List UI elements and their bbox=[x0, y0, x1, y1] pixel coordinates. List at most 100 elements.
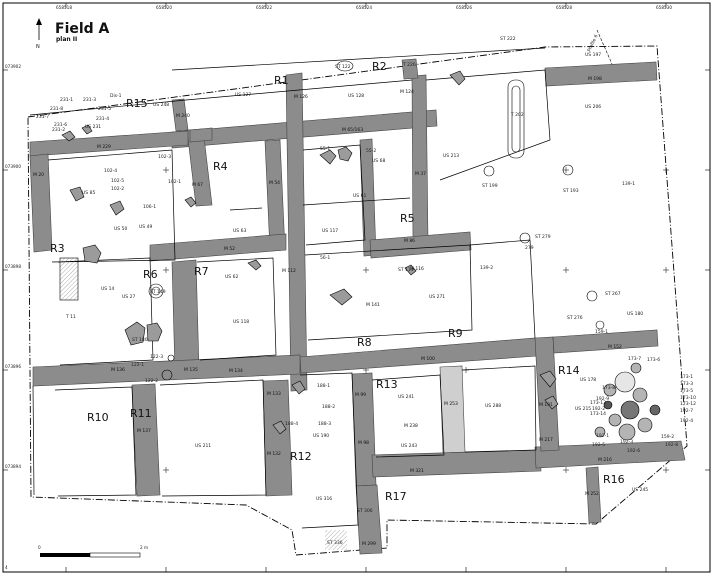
svg-text:188-3: 188-3 bbox=[318, 421, 331, 427]
svg-text:279: 279 bbox=[525, 245, 534, 251]
us-label: US 49 bbox=[139, 224, 152, 230]
svg-text:173-14: 173-14 bbox=[590, 411, 606, 417]
st-label: ST 222 bbox=[500, 36, 516, 42]
wall-label: M 238 bbox=[404, 423, 418, 429]
svg-text:173-1: 173-1 bbox=[680, 374, 693, 380]
svg-text:231-7: 231-7 bbox=[36, 114, 49, 120]
grid-y-label: 073900 bbox=[5, 164, 21, 169]
st-label: ST 114 bbox=[398, 267, 414, 273]
grid-x-label: 658530 bbox=[656, 5, 672, 10]
svg-text:192-2: 192-2 bbox=[592, 406, 605, 412]
room-label: R5 bbox=[400, 212, 415, 225]
wall-label: M 229 bbox=[97, 144, 111, 150]
room-label: R15 bbox=[126, 97, 148, 110]
wall-label: M 116 bbox=[410, 266, 424, 272]
us-label: US 271 bbox=[429, 294, 445, 300]
svg-text:231-8: 231-8 bbox=[50, 106, 63, 112]
svg-text:192-9: 192-9 bbox=[596, 396, 609, 402]
walls bbox=[29, 58, 686, 555]
svg-text:139-2: 139-2 bbox=[480, 265, 493, 271]
wall-label: M 98 bbox=[358, 440, 369, 446]
grid-x-label: 658528 bbox=[556, 5, 572, 10]
wall-label: M 217 bbox=[539, 437, 553, 443]
svg-text:173-3: 173-3 bbox=[680, 381, 693, 387]
room-label: R12 bbox=[290, 450, 312, 463]
st-label: ST 149 bbox=[150, 289, 166, 295]
svg-text:192-3: 192-3 bbox=[620, 439, 633, 445]
svg-text:173-5: 173-5 bbox=[680, 388, 693, 394]
us-label: US 245 bbox=[632, 487, 648, 493]
room-label: R7 bbox=[194, 265, 209, 278]
svg-text:159-2: 159-2 bbox=[661, 434, 674, 440]
wall-label: M 137 bbox=[137, 428, 151, 434]
st-label: ST 267 bbox=[605, 291, 621, 297]
st-label: T 11 bbox=[65, 314, 76, 320]
room-label: R10 bbox=[87, 411, 109, 424]
us-label: US 316 bbox=[316, 496, 332, 502]
us-label: US 197 bbox=[585, 52, 601, 58]
wall-label: M 152 bbox=[608, 344, 622, 350]
svg-text:102-3: 102-3 bbox=[158, 154, 171, 160]
svg-text:231-6: 231-6 bbox=[54, 122, 67, 128]
grid-x-label: 658518 bbox=[56, 5, 72, 10]
us-label: US 50 bbox=[114, 226, 127, 232]
us-label: US 241 bbox=[398, 394, 414, 400]
wall-label: M 141 bbox=[366, 302, 380, 308]
svg-text:102-4: 102-4 bbox=[104, 168, 117, 174]
plan-subtitle: plan II bbox=[56, 36, 77, 43]
grid-y-label: 073896 bbox=[5, 364, 21, 369]
us-label: US 61 bbox=[353, 193, 366, 199]
grid-y-label: 073894 bbox=[5, 464, 21, 469]
grid-ticks bbox=[3, 3, 710, 572]
wall-label: M 132 bbox=[267, 451, 281, 457]
us-label: US 213 bbox=[443, 153, 459, 159]
excavation-boundary bbox=[27, 45, 688, 556]
us-label: US 190 bbox=[313, 433, 329, 439]
st-label: ST 199 bbox=[482, 183, 498, 189]
svg-text:192-5: 192-5 bbox=[592, 442, 605, 448]
profile-label: Profile 6 bbox=[586, 34, 599, 53]
wall-label: M 299 bbox=[362, 541, 376, 547]
st-label: ST 276 bbox=[567, 315, 583, 321]
find-labels: 231-1 231-2 231-3 231-4 231-5 231-6 231-… bbox=[36, 93, 696, 454]
wall-label: M 252 bbox=[585, 491, 599, 497]
st-label: T 226 bbox=[402, 62, 416, 68]
room-label: R9 bbox=[448, 327, 463, 340]
us-label: US 215 bbox=[575, 406, 591, 412]
room-label: R11 bbox=[130, 407, 152, 420]
us-label: US 206 bbox=[585, 104, 601, 110]
svg-text:188-1: 188-1 bbox=[317, 383, 330, 389]
us-label: US 118 bbox=[233, 319, 249, 325]
us-label: US 117 bbox=[322, 228, 338, 234]
room-label: R1 bbox=[274, 74, 289, 87]
us-label: US 248 bbox=[153, 102, 169, 108]
wall-label: M 100 bbox=[421, 356, 435, 362]
svg-text:231-4: 231-4 bbox=[96, 116, 109, 122]
room-label: R13 bbox=[376, 378, 398, 391]
stones bbox=[61, 70, 559, 435]
us-label: US 27 bbox=[122, 294, 135, 300]
wall-label: M 133 bbox=[267, 391, 281, 397]
room-label: R14 bbox=[558, 364, 580, 377]
wall-label: M 134 bbox=[229, 368, 243, 374]
svg-text:173-12: 173-12 bbox=[680, 401, 696, 407]
us-label: US 63 bbox=[233, 228, 246, 234]
st-label: ST 306 bbox=[357, 508, 373, 514]
wall-label: M 240 bbox=[176, 113, 190, 119]
st-label: ST 193 bbox=[563, 188, 579, 194]
wall-label: M 135 bbox=[184, 367, 198, 373]
svg-text:192-8: 192-8 bbox=[665, 442, 678, 448]
room-label: R6 bbox=[143, 268, 158, 281]
us-label: US 14 bbox=[101, 286, 114, 292]
svg-text:173-7: 173-7 bbox=[628, 356, 641, 362]
room-label: R4 bbox=[213, 160, 228, 173]
trench-lines bbox=[29, 47, 551, 529]
svg-text:102-2: 102-2 bbox=[111, 186, 124, 192]
wall-label: M 99 bbox=[355, 392, 366, 398]
wall-label: M 126 bbox=[294, 94, 308, 100]
us-label: US 178 bbox=[580, 377, 596, 383]
svg-text:192-1: 192-1 bbox=[596, 433, 609, 439]
svg-text:188-4: 188-4 bbox=[285, 421, 298, 427]
svg-text:0: 0 bbox=[38, 545, 41, 550]
